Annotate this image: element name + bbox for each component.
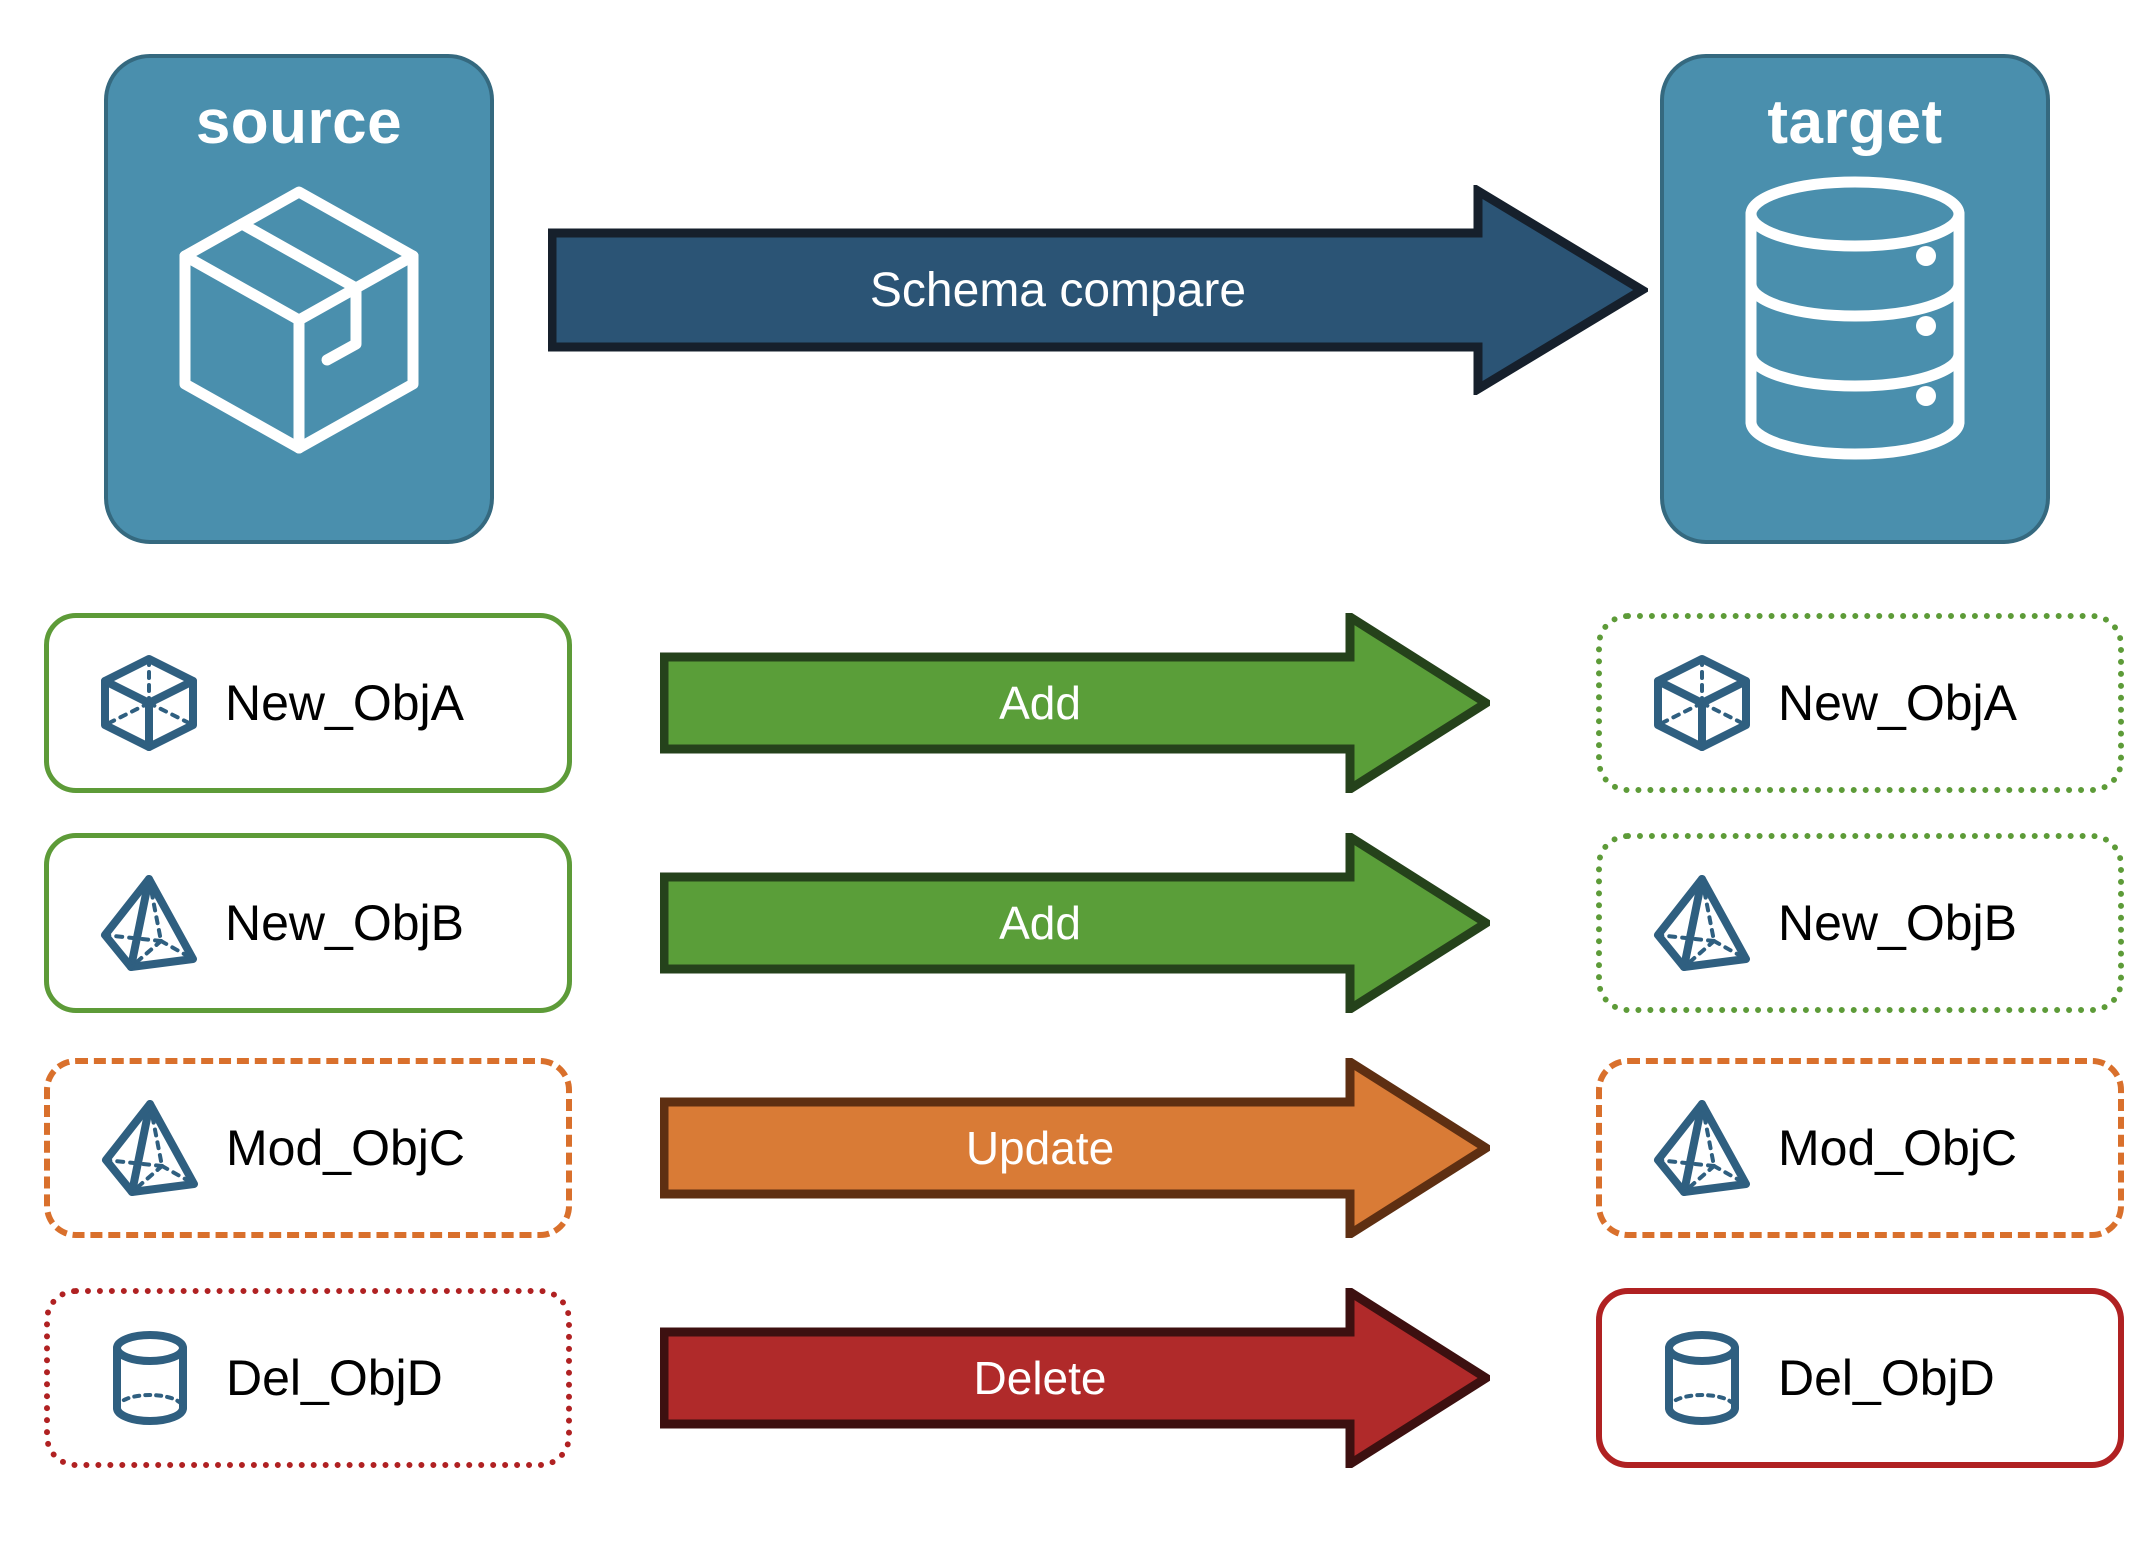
cube-wireframe-icon [1642, 651, 1762, 755]
add-action-arrow[interactable] [660, 613, 1490, 793]
cube-wireframe-icon [89, 651, 209, 755]
target-object-card[interactable]: Mod_ObjC [1596, 1058, 2124, 1238]
pyramid-wireframe-icon [1642, 871, 1762, 975]
target-object-label: New_ObjA [1778, 675, 2017, 731]
target-object-card[interactable]: New_ObjB [1596, 833, 2124, 1013]
source-object-card[interactable]: Del_ObjD [44, 1288, 572, 1468]
pyramid-wireframe-icon [90, 1096, 210, 1200]
target-object-label: New_ObjB [1778, 895, 2017, 951]
table-row: Mod_ObjC Update [0, 1058, 2150, 1238]
source-endpoint-panel[interactable]: source [104, 54, 494, 544]
source-object-label: Mod_ObjC [226, 1120, 465, 1176]
package-box-icon [169, 168, 429, 473]
pyramid-wireframe-icon [89, 871, 209, 975]
target-object-label: Mod_ObjC [1778, 1120, 2017, 1176]
add-action-arrow[interactable] [660, 833, 1490, 1013]
source-object-card[interactable]: New_ObjB [44, 833, 572, 1013]
table-row: Del_ObjD Delete Del_ObjD [0, 1288, 2150, 1468]
update-action-arrow[interactable] [660, 1058, 1490, 1238]
target-title: target [1767, 88, 1943, 157]
cylinder-wireframe-icon [1642, 1326, 1762, 1430]
target-object-label: Del_ObjD [1778, 1350, 1995, 1406]
source-object-card[interactable]: Mod_ObjC [44, 1058, 572, 1238]
schema-compare-arrow[interactable] [548, 185, 1648, 395]
source-object-card[interactable]: New_ObjA [44, 613, 572, 793]
target-object-card[interactable]: Del_ObjD [1596, 1288, 2124, 1468]
source-object-label: Del_ObjD [226, 1350, 443, 1406]
pyramid-wireframe-icon [1642, 1096, 1762, 1200]
table-row: New_ObjB Add [0, 833, 2150, 1013]
delete-action-arrow[interactable] [660, 1288, 1490, 1468]
target-object-card[interactable]: New_ObjA [1596, 613, 2124, 793]
database-cylinder-icon [1730, 168, 1980, 473]
source-title: source [195, 88, 403, 157]
table-row: New_ObjA Add [0, 613, 2150, 793]
source-object-label: New_ObjB [225, 895, 464, 951]
cylinder-wireframe-icon [90, 1326, 210, 1430]
target-endpoint-panel[interactable]: target [1660, 54, 2050, 544]
source-object-label: New_ObjA [225, 675, 464, 731]
